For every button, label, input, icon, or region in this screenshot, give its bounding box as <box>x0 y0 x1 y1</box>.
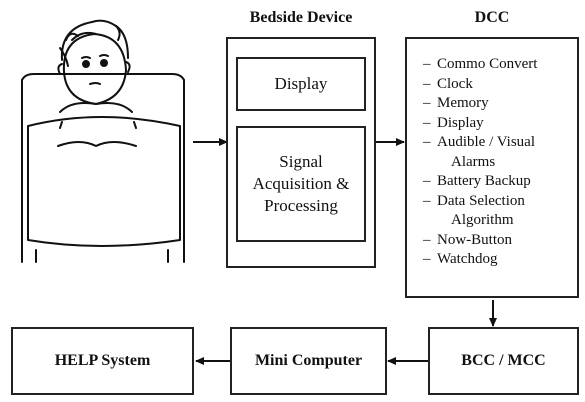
signal-label-line-1: Signal <box>279 152 323 171</box>
dcc-item: Battery Backup <box>423 172 577 192</box>
signal-label-line-3: Processing <box>264 196 338 215</box>
bcc-mcc-box: BCC / MCC <box>428 327 579 395</box>
dcc-item: Now-Button <box>423 231 577 251</box>
dcc-item: Algorithm <box>451 212 514 228</box>
help-system-label: HELP System <box>54 352 151 369</box>
dcc-item: Commo Convert <box>423 55 577 75</box>
dcc-function-list: Commo ConvertClockMemoryDisplayAudible /… <box>423 55 577 270</box>
signal-processing-box: Signal Acquisition & Processing <box>236 126 366 242</box>
mini-computer-label: Mini Computer <box>254 352 363 369</box>
dcc-item: Alarms <box>451 153 496 170</box>
dcc-item: Display <box>423 114 577 134</box>
help-system-box: HELP System <box>11 327 194 395</box>
bedside-device-title: Bedside Device <box>249 9 353 26</box>
bedside-display-label: Display <box>274 74 328 93</box>
dcc-item: Watchdog <box>423 250 577 270</box>
signal-label-line-2: Acquisition & <box>252 174 350 193</box>
bedside-display-box: Display <box>236 57 366 111</box>
dcc-item: Data Selection <box>423 192 577 212</box>
dcc-item: Audible / Visual <box>423 133 577 153</box>
bcc-mcc-label: BCC / MCC <box>461 352 546 369</box>
dcc-title: DCC <box>474 9 510 26</box>
dcc-item: Clock <box>423 75 577 95</box>
mini-computer-box: Mini Computer <box>230 327 387 395</box>
patient-in-bed-icon <box>21 19 185 263</box>
dcc-item: Memory <box>423 94 577 114</box>
dcc-box: Commo ConvertClockMemoryDisplayAudible /… <box>405 37 579 298</box>
